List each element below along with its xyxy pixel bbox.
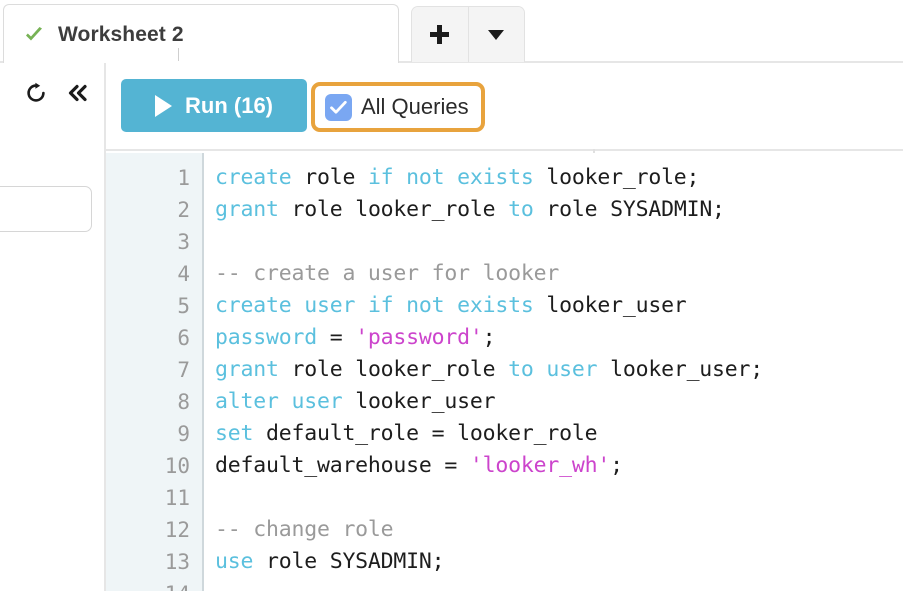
run-button-label: Run (16) (185, 92, 273, 118)
line-number: 2 (177, 198, 190, 222)
line-number: 14 (110, 578, 190, 591)
code-token: use (215, 549, 254, 574)
all-queries-toggle[interactable]: All Queries (311, 82, 485, 132)
refresh-icon[interactable] (24, 81, 48, 105)
code-token: role SYSADMIN; (533, 197, 725, 222)
line-number: 4 (177, 262, 190, 286)
line-number: 8 (177, 390, 190, 414)
editor-toolbar: Run (16) Saved a few seconds ago (106, 63, 903, 191)
code-token: -- change role (215, 517, 394, 542)
code-line[interactable]: create role if not exists looker_role; (215, 162, 700, 194)
code-line[interactable]: grant role looker_role to user looker_us… (215, 354, 763, 386)
line-number: 12 (164, 518, 190, 542)
run-button[interactable]: Run (16) (121, 79, 307, 132)
tab-bar: Worksheet 2 (0, 0, 903, 65)
code-token: role (291, 165, 368, 190)
code-token: ; (482, 325, 496, 350)
all-queries-checkbox[interactable] (325, 93, 352, 121)
code-token: if not exists (367, 293, 534, 318)
code-token: looker_user; (597, 357, 764, 382)
code-token: alter user (215, 389, 343, 414)
code-token: default_warehouse = (215, 453, 470, 478)
line-number: 11 (164, 486, 190, 510)
all-queries-label: All Queries (361, 94, 469, 119)
code-line[interactable]: password = 'password'; (215, 322, 496, 354)
play-icon (155, 94, 172, 117)
code-line[interactable]: -- change role (215, 514, 394, 546)
line-number: 1 (177, 166, 190, 190)
code-token: grant (215, 357, 279, 382)
check-icon (24, 25, 44, 45)
new-tab-group (411, 6, 525, 62)
tab-text-cursor (178, 48, 179, 61)
rail-icon-group (24, 81, 90, 105)
double-chevron-left-icon[interactable] (66, 81, 90, 105)
code-token: to user (508, 357, 598, 382)
code-token: create user (215, 293, 356, 318)
code-token: if not exists (367, 165, 534, 190)
code-token: looker_role; (533, 165, 700, 190)
code-token: grant (215, 197, 279, 222)
line-number: 7 (177, 358, 190, 382)
code-line[interactable]: alter user looker_user (215, 386, 496, 418)
tab-label: Worksheet 2 (58, 23, 184, 46)
code-token: password (215, 325, 317, 350)
code-token: create (215, 165, 292, 190)
line-number: 9 (177, 422, 190, 446)
code-token: ; (610, 453, 623, 478)
tab-worksheet-2[interactable]: Worksheet 2 (3, 4, 399, 65)
new-tab-button[interactable] (412, 7, 468, 62)
code-line[interactable]: grant role looker_role to role SYSADMIN; (215, 194, 725, 226)
code-token: to (508, 197, 534, 222)
rail-search-input[interactable] (0, 186, 92, 232)
code-token: 'password' (355, 325, 483, 350)
new-tab-dropdown-button[interactable] (467, 7, 524, 62)
code-line[interactable]: use role SYSADMIN; (215, 546, 445, 578)
code-token: -- create a user for looker (215, 261, 560, 286)
code-area[interactable]: create role if not exists looker_role;gr… (206, 153, 903, 591)
code-token: role looker_role (278, 357, 509, 382)
code-token (355, 293, 368, 318)
line-number: 5 (177, 294, 190, 318)
plus-icon (430, 25, 450, 44)
line-number: 3 (177, 230, 190, 254)
code-token: role SYSADMIN; (253, 549, 445, 574)
line-number: 6 (177, 326, 190, 350)
code-line[interactable]: create user if not exists looker_user (215, 290, 687, 322)
code-token: looker_user (342, 389, 496, 414)
code-token: default_role = looker_role (253, 421, 598, 446)
line-number: 13 (164, 550, 190, 574)
code-line[interactable]: default_warehouse = 'looker_wh'; (215, 450, 623, 482)
sql-editor[interactable]: 1234567891011121314 create role if not e… (106, 153, 903, 591)
code-token: 'looker_wh' (469, 453, 611, 478)
rail-divider (104, 63, 106, 591)
code-token: role looker_role (278, 197, 509, 222)
chevron-down-icon (488, 29, 505, 40)
line-number: 10 (164, 454, 190, 478)
code-token: set (215, 421, 254, 446)
code-token: looker_user (533, 293, 687, 318)
code-line[interactable]: -- create a user for looker (215, 258, 559, 290)
code-token: = (316, 325, 356, 350)
line-number-gutter: 1234567891011121314 (106, 153, 204, 591)
code-line[interactable]: set default_role = looker_role (215, 418, 598, 450)
left-rail (0, 63, 104, 591)
